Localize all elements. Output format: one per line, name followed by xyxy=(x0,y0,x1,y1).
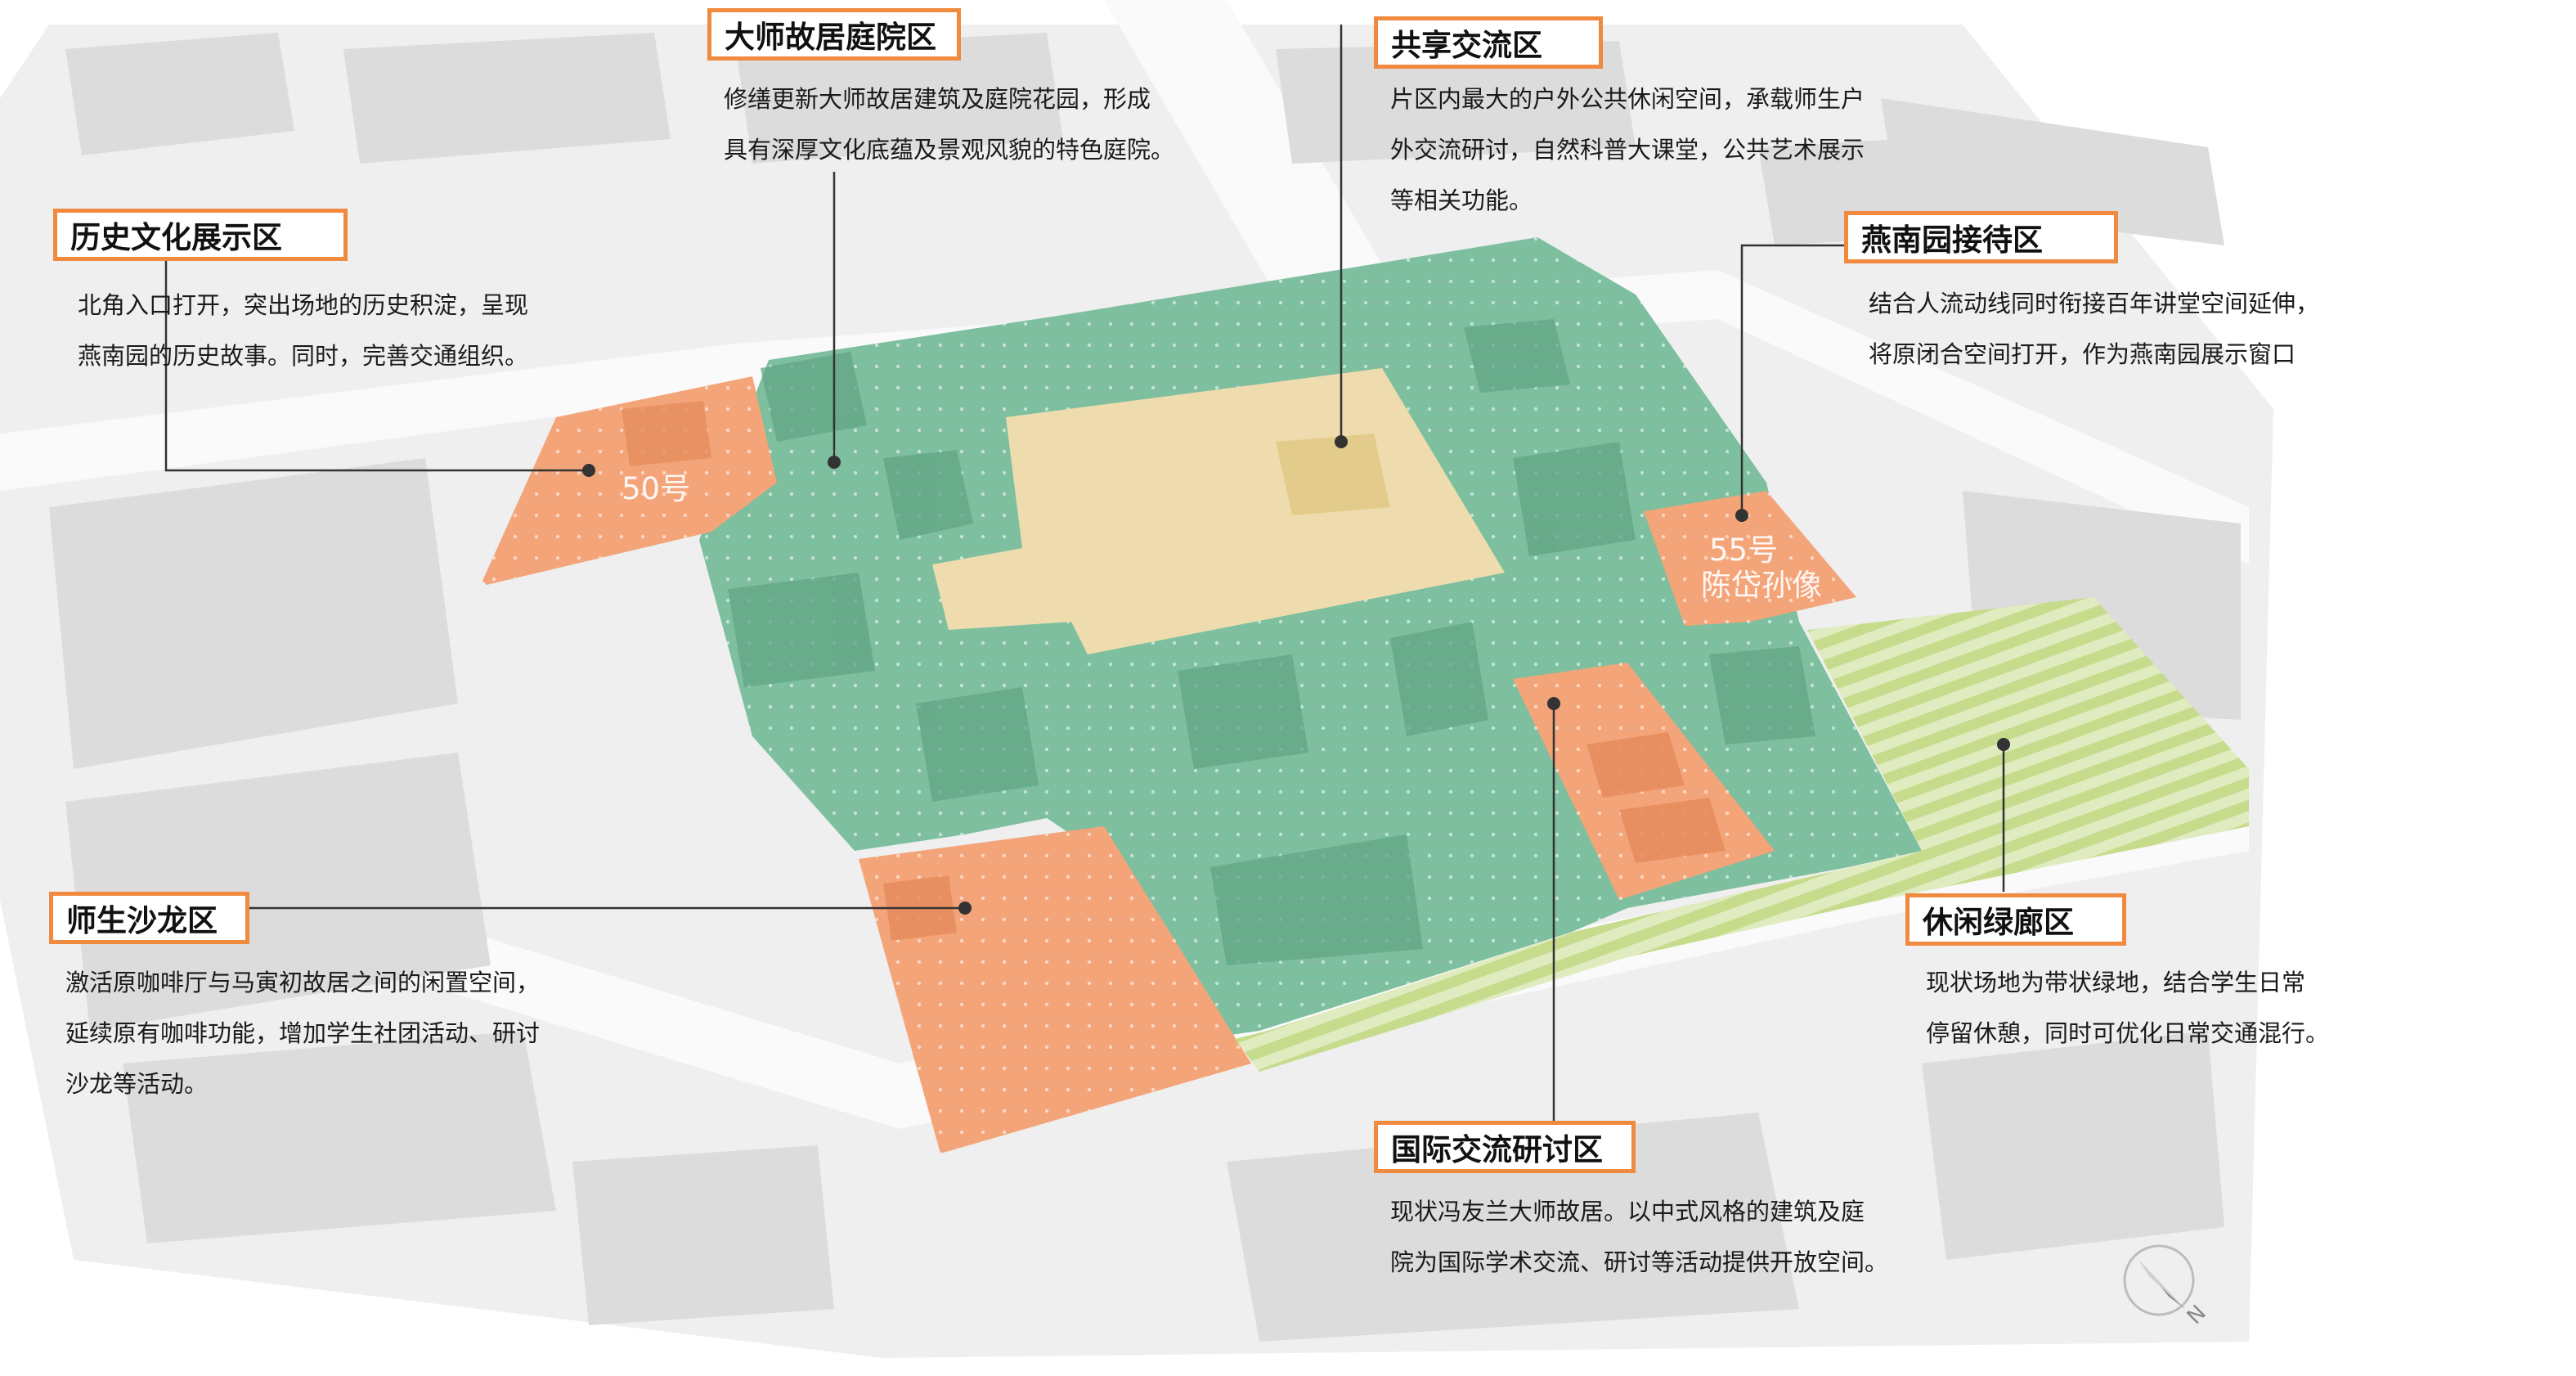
zone-desc-salon: 激活原咖啡厅与马寅初故居之间的闲置空间， 延续原有咖啡功能，增加学生社团活动、研… xyxy=(65,957,540,1109)
zone-desc-shared: 片区内最大的户外公共休闲空间，承载师生户 外交流研讨，自然科普大课堂，公共艺术展… xyxy=(1390,74,1865,226)
map-label-no55: 55号 xyxy=(1709,533,1778,568)
desc-line: 外交流研讨，自然科普大课堂，公共艺术展示 xyxy=(1390,136,1865,164)
desc-line: 修缮更新大师故居建筑及庭院花园，形成 xyxy=(724,85,1151,113)
zone-international-area xyxy=(1513,663,1775,900)
zone-greenway-area xyxy=(1235,597,2249,1072)
zone-title-reception: 燕南园接待区 xyxy=(1844,211,2118,263)
zone-history-area xyxy=(482,376,777,585)
desc-line: 等相关功能。 xyxy=(1390,187,1533,214)
desc-line: 停留休憩，同时可优化日常交通混行。 xyxy=(1926,1019,2330,1047)
zone-desc-history: 北角入口打开，突出场地的历史积淀，呈现 燕南园的历史故事。同时，完善交通组织。 xyxy=(78,280,528,381)
zone-title-courtyard: 大师故居庭院区 xyxy=(707,8,961,61)
zone-desc-courtyard: 修缮更新大师故居建筑及庭院花园，形成 具有深厚文化底蕴及景观风貌的特色庭院。 xyxy=(724,74,1174,175)
map-label-no50: 50号 xyxy=(622,471,690,506)
desc-line: 结合人流动线同时衔接百年讲堂空间延伸， xyxy=(1869,290,2320,317)
zone-title-salon: 师生沙龙区 xyxy=(49,892,249,944)
leader-lines xyxy=(164,25,2005,1121)
zone-title-greenway: 休闲绿廊区 xyxy=(1905,893,2126,946)
desc-line: 院为国际学术交流、研讨等活动提供开放空间。 xyxy=(1390,1248,1889,1276)
desc-line: 北角入口打开，突出场地的历史积淀，呈现 xyxy=(78,291,529,319)
zone-reception-area xyxy=(1644,491,1856,626)
desc-line: 将原闭合空间打开，作为燕南园展示窗口 xyxy=(1869,340,2296,368)
zone-title-history: 历史文化展示区 xyxy=(53,209,348,261)
desc-line: 燕南园的历史故事。同时，完善交通组织。 xyxy=(78,342,529,370)
desc-line: 现状场地为带状绿地，结合学生日常 xyxy=(1926,969,2306,996)
zone-desc-greenway: 现状场地为带状绿地，结合学生日常 停留休憩，同时可优化日常交通混行。 xyxy=(1926,957,2329,1059)
desc-line: 片区内最大的户外公共休闲空间，承载师生户 xyxy=(1390,85,1865,113)
desc-line: 激活原咖啡厅与马寅初故居之间的闲置空间， xyxy=(65,969,541,996)
map-label-statue: 陈岱孙像 xyxy=(1701,568,1822,603)
desc-line: 现状冯友兰大师故居。以中式风格的建筑及庭 xyxy=(1390,1198,1865,1225)
leader-dots xyxy=(582,435,2010,915)
zone-title-shared: 共享交流区 xyxy=(1374,16,1603,69)
zone-desc-international: 现状冯友兰大师故居。以中式风格的建筑及庭 院为国际学术交流、研讨等活动提供开放空… xyxy=(1390,1186,1888,1288)
desc-line: 沙龙等活动。 xyxy=(65,1070,209,1098)
zone-title-international: 国际交流研讨区 xyxy=(1374,1121,1636,1173)
desc-line: 具有深厚文化底蕴及景观风貌的特色庭院。 xyxy=(724,136,1175,164)
zone-shared-area xyxy=(932,368,1505,654)
desc-line: 延续原有咖啡功能，增加学生社团活动、研讨 xyxy=(65,1019,541,1047)
zone-desc-reception: 结合人流动线同时衔接百年讲堂空间延伸， 将原闭合空间打开，作为燕南园展示窗口 xyxy=(1869,278,2319,380)
